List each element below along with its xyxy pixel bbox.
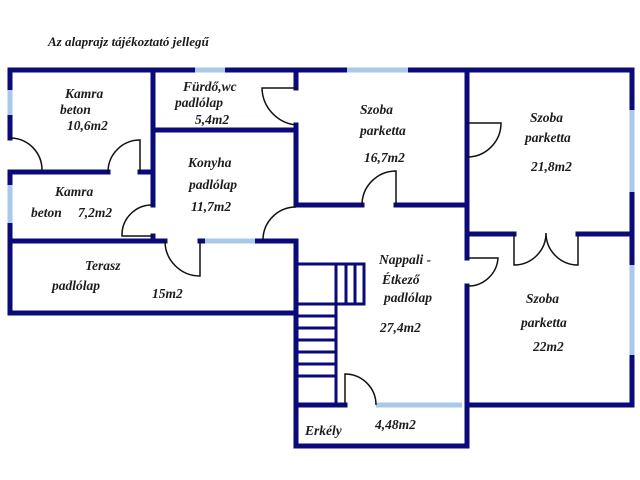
room-furdo-name: Fürdő,wc: [182, 79, 237, 94]
walls: [7, 67, 635, 449]
room-szoba-1-area: 16,7m2: [364, 150, 405, 165]
room-terasz-area: 15m2: [152, 286, 183, 301]
door-nappali-szoba3: [466, 257, 499, 287]
room-konyha-floor: padlólap: [188, 177, 237, 192]
room-kamra-2-name: Kamra: [54, 184, 94, 199]
staircase: [294, 262, 366, 405]
room-konyha-name: Konyha: [187, 155, 232, 170]
door-konyha-nappali: [262, 206, 297, 241]
plan-caption: Az alaprajz tájékoztató jellegű: [48, 34, 209, 49]
doors: [10, 87, 579, 406]
room-kamra-1-name: Kamra: [64, 86, 104, 101]
room-szoba-1-name: Szoba: [360, 102, 393, 117]
windows: [7, 67, 635, 408]
stair-landing: [294, 262, 366, 306]
room-labels: Kamra beton 10,6m2 Fürdő,wc padlólap 5,4…: [31, 79, 572, 438]
room-nappali-name: Nappali -: [378, 252, 432, 267]
room-szoba-3-area: 22m2: [532, 339, 564, 354]
door-kamra2: [107, 139, 141, 173]
door-kamra1: [10, 137, 43, 171]
room-nappali-floor: padlólap: [383, 290, 432, 305]
door-szoba1: [361, 170, 397, 206]
door-nappali-erkely: [344, 373, 377, 406]
door-konyha-terasz: [164, 240, 201, 277]
room-terasz-name: Terasz: [85, 258, 121, 273]
room-kamra-1-area: 10,6m2: [67, 118, 108, 133]
room-szoba-3-name: Szoba: [526, 291, 559, 306]
room-nappali-area: 27,4m2: [379, 320, 421, 335]
room-kamra-2-area: 7,2m2: [78, 205, 112, 220]
door-furdo: [261, 87, 298, 126]
room-szoba-2-area: 21,8m2: [530, 159, 572, 174]
room-erkely-name: Erkély: [304, 423, 343, 438]
room-konyha-area: 11,7m2: [191, 199, 231, 214]
door-konyha-kamra2: [121, 204, 154, 237]
room-erkely-area: 4,48m2: [374, 417, 416, 432]
room-kamra-2-floor: beton: [31, 205, 62, 220]
room-szoba-2-floor: parketta: [524, 130, 571, 145]
room-terasz-floor: padlólap: [51, 278, 100, 293]
room-kamra-1-floor: beton: [60, 102, 91, 117]
room-szoba-3-floor: parketta: [520, 315, 567, 330]
room-furdo-area: 5,4m2: [195, 112, 229, 127]
room-szoba-1-floor: parketta: [359, 123, 406, 138]
room-nappali-name-2: Étkező: [381, 272, 421, 287]
room-furdo-floor: padlólap: [174, 95, 223, 110]
room-szoba-2-name: Szoba: [530, 110, 563, 125]
door-szoba2-szoba3: [513, 232, 579, 266]
door-szoba1-szoba2: [466, 122, 502, 158]
